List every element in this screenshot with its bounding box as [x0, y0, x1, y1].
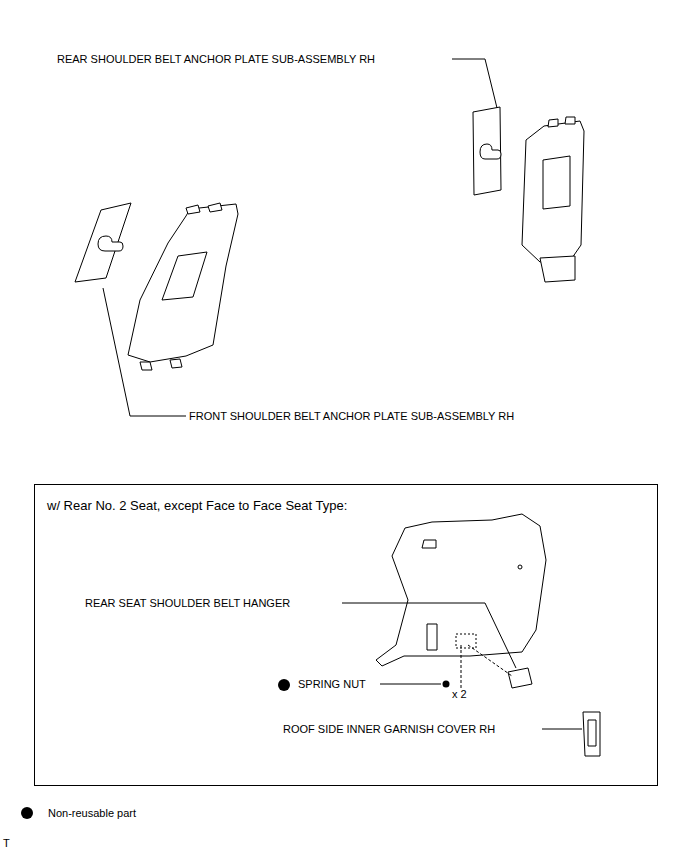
front-anchor-plate [75, 203, 131, 282]
clip [422, 540, 436, 548]
legend-item: Non-reusable part [20, 806, 136, 820]
front-pillar-garnish [128, 204, 238, 362]
part-label: REAR SEAT SHOULDER BELT HANGER [85, 597, 290, 610]
part-label: SPRING NUT [298, 678, 366, 691]
clip [208, 203, 222, 212]
clip [186, 205, 200, 214]
legend-symbol [20, 806, 36, 820]
leader-line [452, 59, 497, 108]
plate-hook [98, 236, 123, 251]
leader-line [542, 729, 582, 730]
clip [170, 359, 182, 368]
quarter-garnish [376, 514, 546, 666]
part-label: x 2 [452, 688, 467, 701]
condition-text: w/ Rear No. 2 Seat, except Face to Face … [35, 485, 657, 526]
non-reusable-mark [278, 679, 290, 691]
clip [548, 119, 558, 127]
clip [565, 117, 575, 124]
spring-nut [443, 681, 450, 688]
part-label: REAR SHOULDER BELT ANCHOR PLATE SUB-ASSE… [57, 53, 375, 66]
garnish-slot [427, 624, 437, 650]
part-label: ROOF SIDE INNER GARNISH COVER RH [283, 723, 495, 736]
legend-dot [21, 807, 33, 819]
part-label: T [3, 837, 10, 850]
leader-line [342, 603, 516, 668]
plate-hook [480, 144, 501, 159]
garnish-cover [583, 712, 600, 756]
mount-area [456, 634, 476, 648]
condition-box: w/ Rear No. 2 Seat, except Face to Face … [34, 484, 658, 786]
rear-pillar-garnish [522, 121, 584, 262]
garnish-window [543, 156, 570, 209]
rear-anchor-plate [473, 107, 501, 195]
garnish-window [162, 252, 207, 300]
dashed-line [468, 645, 512, 676]
leader-line [103, 288, 186, 416]
legend-text: Non-reusable part [48, 807, 136, 820]
belt-hanger [508, 668, 532, 688]
hole [518, 565, 522, 569]
clip [140, 362, 152, 370]
cover-slot [588, 720, 596, 746]
garnish-tab [540, 256, 575, 282]
leader-line [380, 684, 441, 685]
part-label: FRONT SHOULDER BELT ANCHOR PLATE SUB-ASS… [189, 410, 514, 423]
dashed-line [461, 645, 462, 688]
